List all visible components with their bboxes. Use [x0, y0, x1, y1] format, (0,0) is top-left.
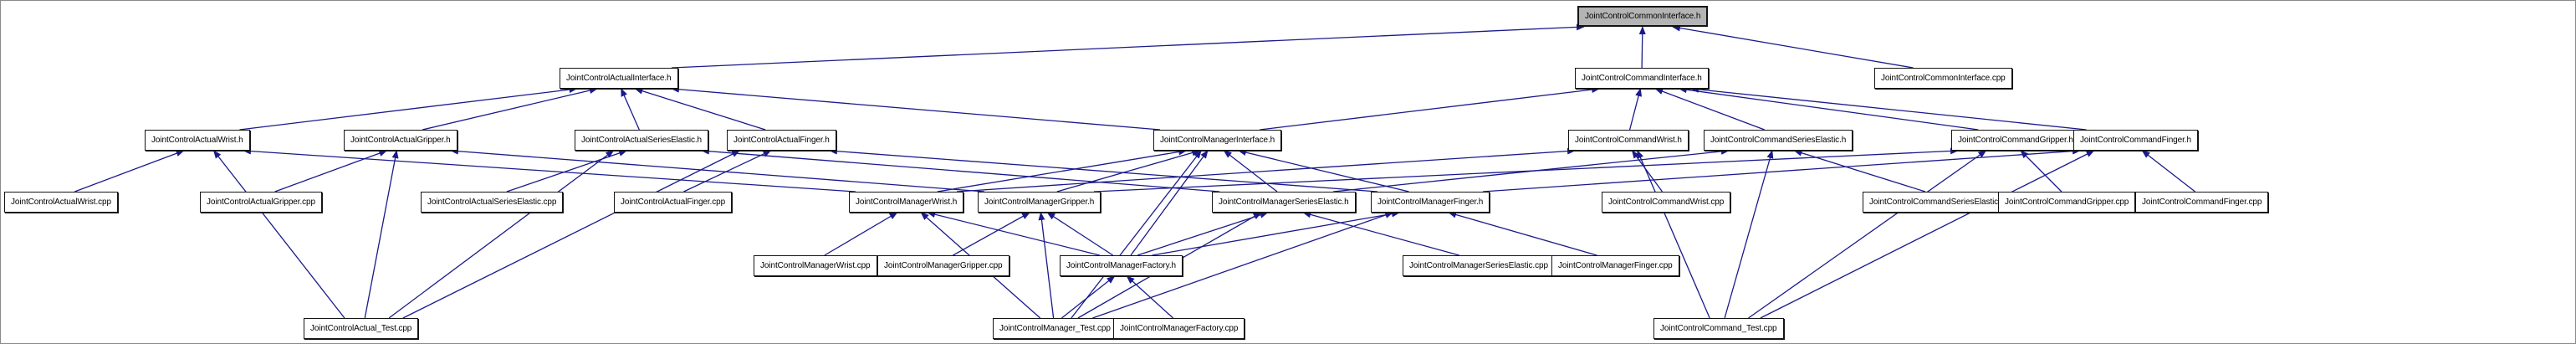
- edge-manager-wrist-h--command-wrist-h: [956, 147, 1576, 193]
- node-manager-wrist-cpp[interactable]: JointControlManagerWrist.cpp: [754, 255, 877, 276]
- node-manager-factory-cpp[interactable]: JointControlManagerFactory.cpp: [1113, 318, 1245, 339]
- edge-manager-finger-h--actual-finger-h: [829, 147, 1378, 193]
- node-common-h[interactable]: JointControlCommonInterface.h: [1577, 6, 1709, 27]
- edge-manager-test-cpp--manager-gripper-h: [1038, 212, 1055, 319]
- node-command-test-cpp[interactable]: JointControlCommand_Test.cpp: [1653, 318, 1784, 339]
- edge-manager-finger-h--manager-if-h: [1237, 149, 1409, 193]
- edge-common-cpp--common-h: [1671, 24, 1914, 69]
- edge-manager-factory-h--manager-finger-h: [1152, 210, 1401, 256]
- edge-manager-test-cpp--manager-factory-h: [1061, 275, 1116, 319]
- edge-command-test-cpp--command-finger-h: [1760, 150, 2095, 319]
- edge-command-wrist-cpp--command-wrist-h: [1631, 150, 1664, 193]
- node-command-gripper-h[interactable]: JointControlCommandGripper.h: [1951, 130, 2080, 151]
- edge-manager-factory-h--manager-gripper-h: [1046, 212, 1114, 256]
- node-manager-gripper-cpp[interactable]: JointControlManagerGripper.cpp: [877, 255, 1009, 276]
- edge-manager-test-cpp--manager-if-h: [1071, 150, 1202, 319]
- edge-manager-gripper-h--actual-gripper-h: [450, 147, 985, 193]
- node-command-gripper-cpp[interactable]: JointControlCommandGripper.cpp: [1998, 192, 2136, 213]
- edge-manager-finger-h--command-finger-h: [1482, 147, 2081, 193]
- node-actual-se-cpp[interactable]: JointControlActualSeriesElastic.cpp: [421, 192, 564, 213]
- edge-command-test-cpp--command-wrist-h: [1637, 150, 1710, 319]
- edge-actual-se-h--actual-if-h: [621, 88, 640, 131]
- edge-manager-wrist-cpp--manager-wrist-h: [824, 212, 898, 256]
- edge-command-finger-h--command-if-h: [1690, 85, 2087, 131]
- edge-actual-if-h--common-h: [671, 23, 1585, 69]
- node-command-se-h[interactable]: JointControlCommandSeriesElastic.h: [1704, 130, 1853, 151]
- edge-manager-factory-h--manager-wrist-h: [927, 211, 1100, 256]
- node-manager-se-cpp[interactable]: JointControlManagerSeriesElastic.cpp: [1403, 255, 1555, 276]
- node-actual-finger-cpp[interactable]: JointControlActualFinger.cpp: [614, 192, 733, 213]
- node-manager-se-h[interactable]: JointControlManagerSeriesElastic.h: [1212, 192, 1356, 213]
- edge-actual-test-cpp--actual-wrist-h: [212, 150, 345, 319]
- node-actual-wrist-cpp[interactable]: JointControlActualWrist.cpp: [4, 192, 118, 213]
- edge-actual-wrist-cpp--actual-wrist-h: [74, 150, 185, 193]
- edge-command-test-cpp--command-gripper-h: [1748, 150, 1987, 319]
- edge-manager-factory-h--manager-if-h: [1130, 150, 1209, 256]
- node-actual-gripper-cpp[interactable]: JointControlActualGripper.cpp: [200, 192, 322, 213]
- edges: [74, 23, 2195, 319]
- node-manager-gripper-h[interactable]: JointControlManagerGripper.h: [978, 192, 1101, 213]
- edge-actual-gripper-h--actual-if-h: [422, 87, 598, 131]
- edge-command-gripper-cpp--command-gripper-h: [2020, 150, 2062, 193]
- edge-actual-finger-cpp--actual-finger-h: [683, 150, 772, 193]
- edge-command-test-cpp--command-se-h: [1724, 150, 1774, 319]
- node-actual-finger-h[interactable]: JointControlActualFinger.h: [727, 130, 836, 151]
- edge-manager-se-h--manager-if-h: [1223, 150, 1278, 193]
- edge-command-if-h--common-h: [1638, 26, 1646, 69]
- edge-actual-wrist-h--actual-if-h: [239, 86, 578, 131]
- node-command-wrist-h[interactable]: JointControlCommandWrist.h: [1568, 130, 1689, 151]
- edge-manager-gripper-cpp--manager-gripper-h: [953, 212, 1030, 256]
- edge-command-finger-cpp--command-finger-h: [2141, 150, 2195, 193]
- node-manager-finger-h[interactable]: JointControlManagerFinger.h: [1371, 192, 1490, 213]
- edge-manager-gripper-h--command-gripper-h: [1093, 147, 1959, 193]
- node-manager-factory-h[interactable]: JointControlManagerFactory.h: [1060, 255, 1183, 276]
- edge-manager-test-cpp--manager-finger-h: [1092, 212, 1394, 319]
- edge-actual-gripper-cpp--actual-gripper-h: [274, 150, 388, 193]
- edge-manager-if-h--actual-if-h: [671, 85, 1161, 131]
- node-manager-finger-cpp[interactable]: JointControlManagerFinger.cpp: [1551, 255, 1679, 276]
- edge-manager-gripper-h--manager-if-h: [1056, 149, 1201, 193]
- node-command-if-h[interactable]: JointControlCommandInterface.h: [1575, 68, 1709, 89]
- edge-command-gripper-h--command-if-h: [1678, 86, 1979, 131]
- edge-command-se-cpp--command-se-h: [1793, 149, 1926, 193]
- node-actual-test-cpp[interactable]: JointControlActual_Test.cpp: [304, 318, 419, 339]
- node-command-finger-cpp[interactable]: JointControlCommandFinger.cpp: [2135, 192, 2269, 213]
- node-manager-wrist-h[interactable]: JointControlManagerWrist.h: [849, 192, 964, 213]
- node-manager-test-cpp[interactable]: JointControlManager_Test.cpp: [993, 318, 1117, 339]
- edge-actual-test-cpp--actual-finger-h: [402, 150, 741, 319]
- node-command-se-cpp[interactable]: JointControlCommandSeriesElastic.cpp: [1863, 192, 2021, 213]
- node-actual-gripper-h[interactable]: JointControlActualGripper.h: [344, 130, 457, 151]
- edge-manager-se-cpp--manager-se-h: [1302, 211, 1459, 256]
- node-actual-se-h[interactable]: JointControlActualSeriesElastic.h: [575, 130, 708, 151]
- edge-manager-finger-cpp--manager-finger-h: [1448, 211, 1597, 256]
- node-command-finger-h[interactable]: JointControlCommandFinger.h: [2073, 130, 2198, 151]
- node-manager-if-h[interactable]: JointControlManagerInterface.h: [1153, 130, 1282, 151]
- edge-command-se-h--command-if-h: [1654, 88, 1765, 131]
- edge-actual-test-cpp--actual-gripper-h: [364, 150, 399, 319]
- edge-actual-finger-h--actual-if-h: [634, 87, 766, 131]
- edge-actual-test-cpp--actual-se-h: [388, 150, 615, 319]
- edge-manager-factory-cpp--manager-factory-h: [1126, 275, 1174, 319]
- edge-command-wrist-h--command-if-h: [1628, 88, 1642, 131]
- node-actual-wrist-h[interactable]: JointControlActualWrist.h: [145, 130, 250, 151]
- node-actual-if-h[interactable]: JointControlActualInterface.h: [560, 68, 678, 89]
- edge-manager-wrist-h--manager-if-h: [937, 148, 1188, 193]
- node-command-wrist-cpp[interactable]: JointControlCommandWrist.cpp: [1602, 192, 1731, 213]
- node-common-cpp[interactable]: JointControlCommonInterface.cpp: [1874, 68, 2012, 89]
- edge-manager-wrist-h--actual-wrist-h: [243, 147, 856, 193]
- edge-manager-if-h--command-if-h: [1260, 86, 1601, 131]
- edge-manager-factory-h--manager-se-h: [1137, 212, 1269, 256]
- edge-manager-se-h--actual-se-h: [701, 147, 1220, 193]
